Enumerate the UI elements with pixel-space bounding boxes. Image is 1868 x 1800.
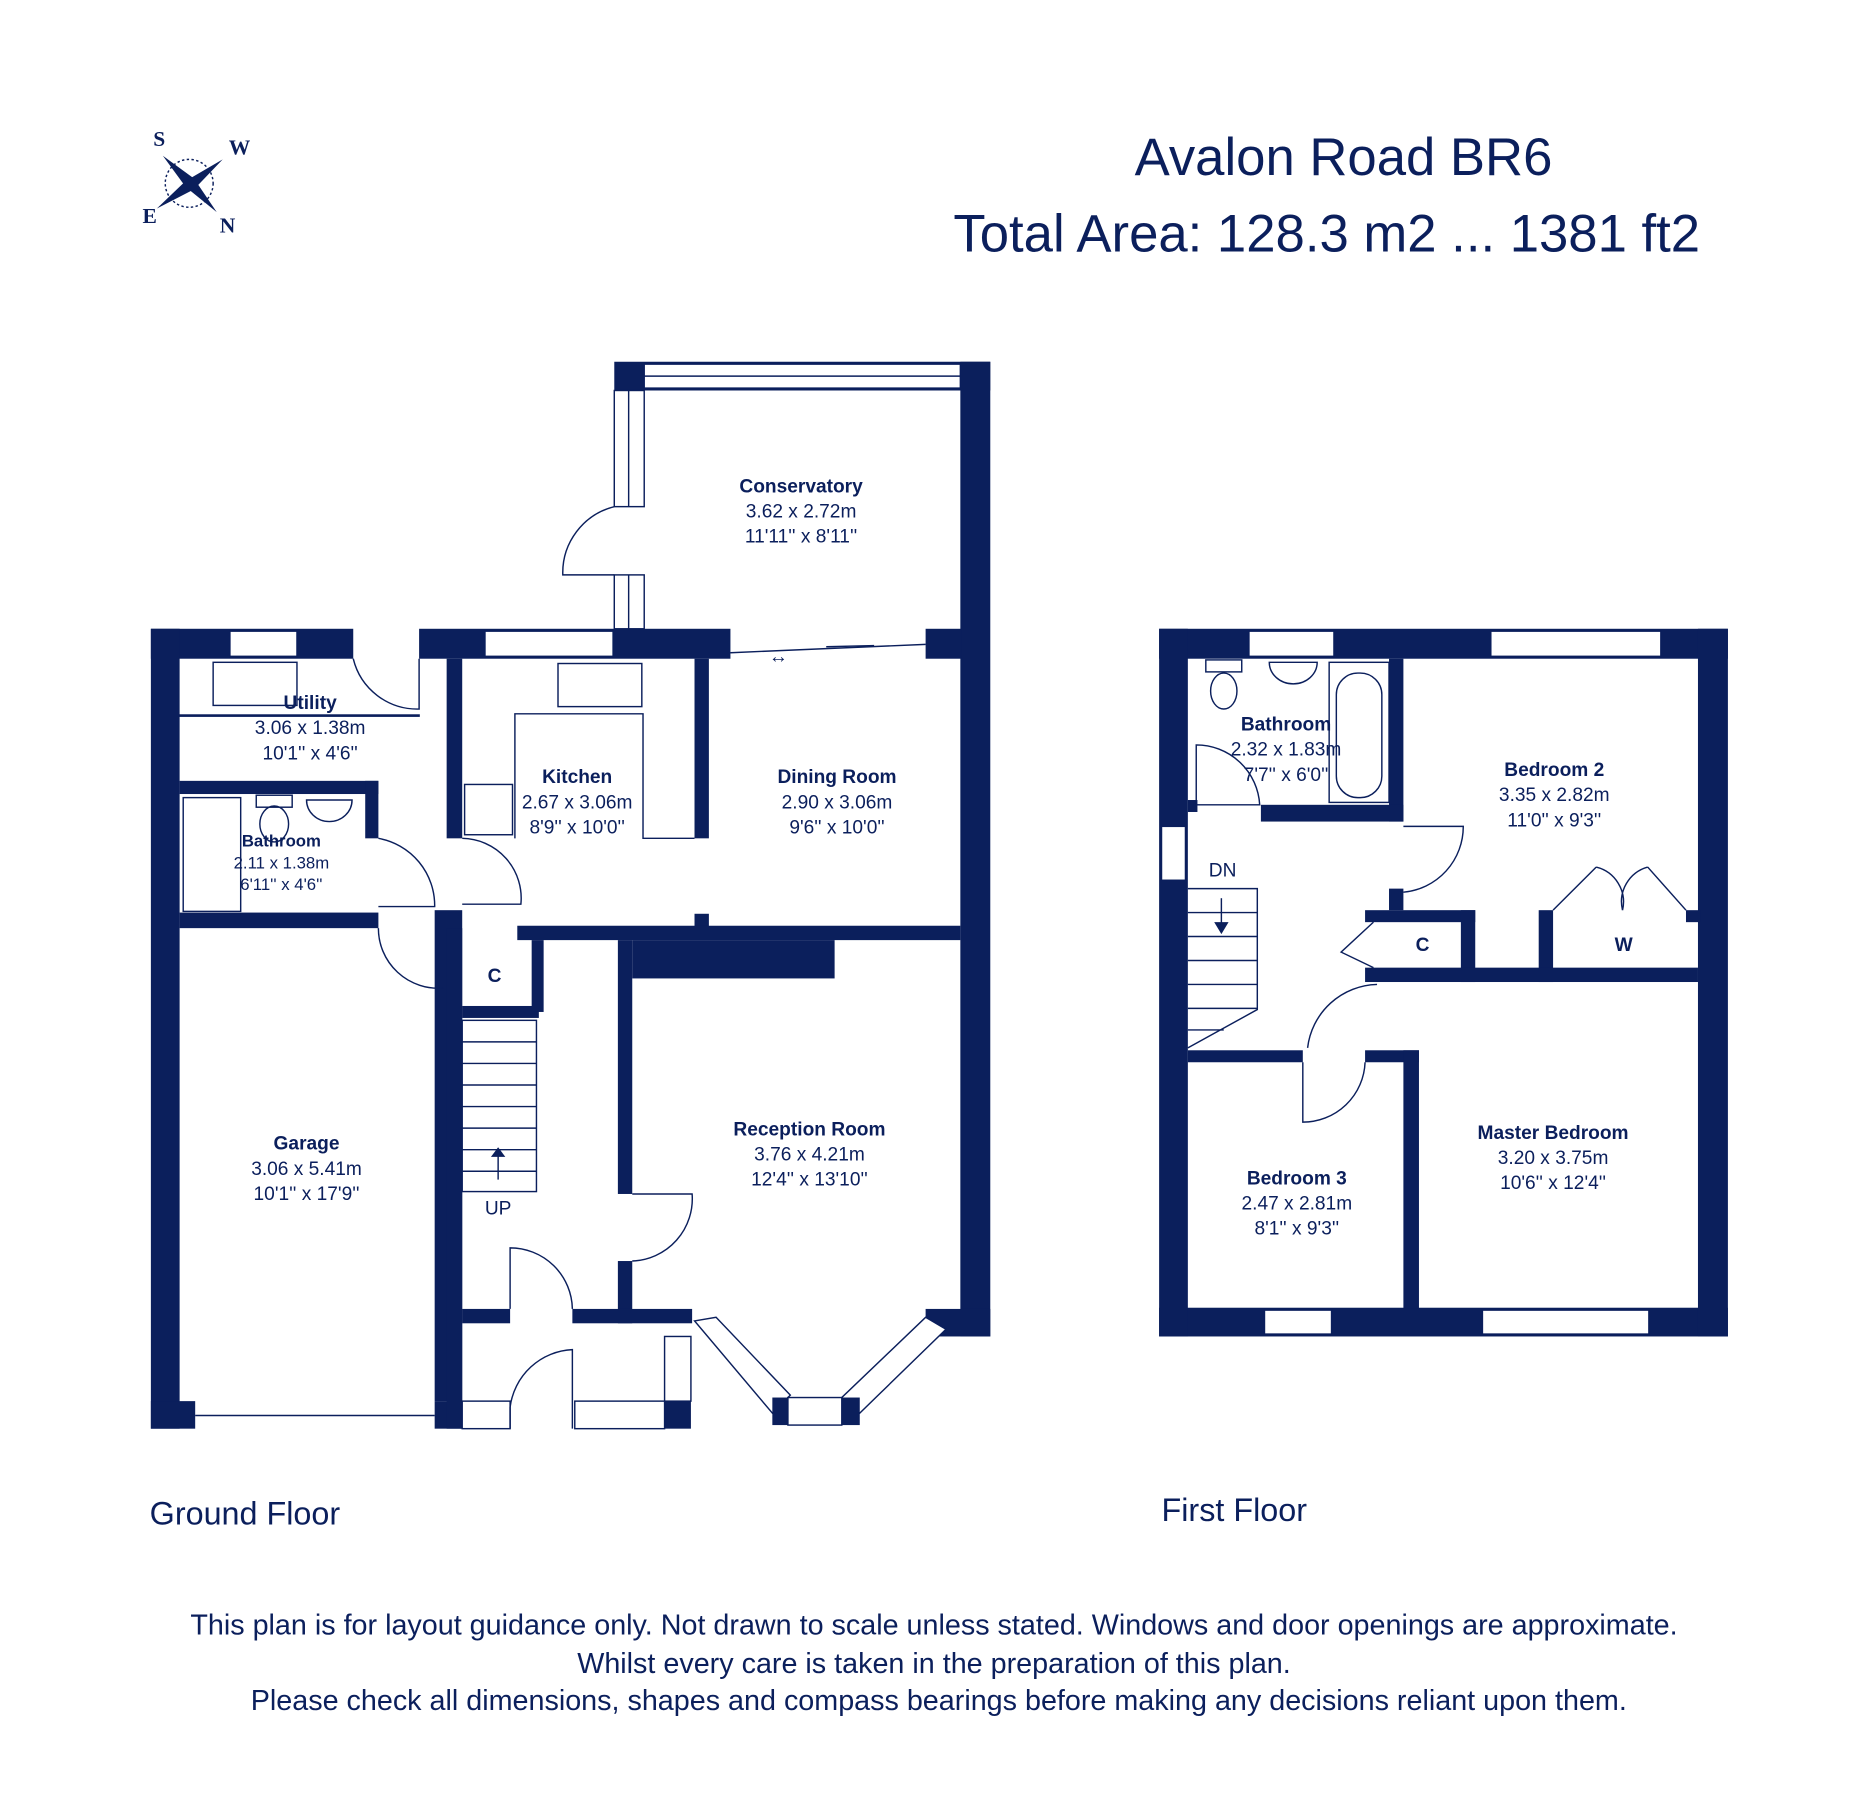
room-name: Dining Room — [777, 767, 896, 788]
room-ff-bathroom: Bathroom 2.32 x 1.83m 7'7'' x 6'0'' — [1231, 715, 1342, 786]
room-imperial: 6'11'' x 4'6'' — [240, 875, 322, 894]
room-name: Master Bedroom — [1478, 1123, 1629, 1144]
room-imperial: 11'0'' x 9'3'' — [1507, 810, 1601, 831]
total-area: Total Area: 128.3 m2 ... 1381 ft2 — [953, 205, 1700, 264]
room-imperial: 10'1'' x 17'9'' — [254, 1184, 360, 1205]
room-metric: 3.20 x 3.75m — [1498, 1148, 1609, 1169]
room-metric: 2.90 x 3.06m — [782, 792, 893, 813]
room-garage: Garage 3.06 x 5.41m 10'1'' x 17'9'' — [251, 1134, 362, 1205]
room-metric: 3.76 x 4.21m — [754, 1144, 865, 1165]
ff-wardrobe-label: W — [1615, 935, 1634, 956]
room-gf-bathroom: Bathroom 2.11 x 1.38m 6'11'' x 4'6'' — [234, 832, 330, 894]
room-name: Bathroom — [1241, 715, 1331, 736]
room-reception-room: Reception Room 3.76 x 4.21m 12'4'' x 13'… — [733, 1119, 885, 1190]
room-master-bedroom: Master Bedroom 3.20 x 3.75m 10'6'' x 12'… — [1478, 1123, 1629, 1194]
compass-e: E — [142, 204, 156, 228]
disclaimer-line: Whilst every care is taken in the prepar… — [577, 1648, 1291, 1680]
room-name: Bedroom 2 — [1504, 760, 1604, 781]
room-metric: 2.47 x 2.81m — [1241, 1194, 1352, 1215]
room-dining-room: Dining Room 2.90 x 3.06m 9'6'' x 10'0'' — [777, 767, 896, 838]
room-name: Bedroom 3 — [1247, 1168, 1347, 1189]
first-floor-label: First Floor — [1162, 1492, 1308, 1528]
room-kitchen: Kitchen 2.67 x 3.06m 8'9'' x 10'0'' — [522, 767, 633, 838]
sliding-door-icon: ↔ — [769, 646, 788, 667]
room-name: Utility — [284, 693, 338, 714]
room-conservatory: Conservatory 3.62 x 2.72m 11'11'' x 8'11… — [739, 476, 863, 547]
room-name: Bathroom — [242, 832, 321, 851]
first-floor-plan: C W DN Bathroom 2.32 x 1.83m 7'7'' x 6'0… — [1159, 628, 1728, 1337]
room-metric: 2.11 x 1.38m — [234, 853, 330, 872]
room-metric: 3.62 x 2.72m — [746, 501, 857, 522]
room-name: Garage — [274, 1134, 340, 1155]
gf-stairs-label: UP — [485, 1198, 512, 1219]
room-utility: Utility 3.06 x 1.38m 10'1'' x 4'6'' — [255, 693, 366, 764]
ground-floor-plan: ↔ C — [150, 361, 991, 1430]
compass-rose-icon: S W E N — [142, 127, 250, 237]
gf-cupboard-label: C — [488, 966, 502, 987]
ff-staircase — [1187, 887, 1259, 1049]
room-bedroom-2: Bedroom 2 3.35 x 2.82m 11'0'' x 9'3'' — [1499, 760, 1610, 831]
room-metric: 2.67 x 3.06m — [522, 792, 633, 813]
compass-w: W — [229, 136, 251, 160]
room-metric: 2.32 x 1.83m — [1231, 740, 1342, 761]
room-name: Conservatory — [739, 476, 863, 497]
room-metric: 3.06 x 5.41m — [251, 1159, 362, 1180]
room-imperial: 10'1'' x 4'6'' — [262, 743, 357, 764]
room-name: Kitchen — [542, 767, 612, 788]
room-metric: 3.35 x 2.82m — [1499, 785, 1610, 806]
compass-s: S — [153, 127, 165, 151]
ff-cupboard-label: C — [1416, 935, 1430, 956]
disclaimer-line: Please check all dimensions, shapes and … — [251, 1685, 1627, 1717]
plan-title: Avalon Road BR6 — [1135, 128, 1553, 187]
room-imperial: 10'6'' x 12'4'' — [1500, 1173, 1606, 1194]
compass-n: N — [220, 213, 236, 237]
room-imperial: 9'6'' x 10'0'' — [789, 818, 884, 839]
ground-floor-label: Ground Floor — [150, 1495, 341, 1531]
disclaimer-line: This plan is for layout guidance only. N… — [190, 1610, 1677, 1642]
room-metric: 3.06 x 1.38m — [255, 718, 366, 739]
room-bedroom-3: Bedroom 3 2.47 x 2.81m 8'1'' x 9'3'' — [1241, 1168, 1352, 1239]
gf-staircase — [461, 1019, 538, 1193]
room-name: Reception Room — [733, 1119, 885, 1140]
room-imperial: 12'4'' x 13'10'' — [751, 1170, 868, 1191]
room-imperial: 8'9'' x 10'0'' — [529, 818, 624, 839]
room-imperial: 11'11'' x 8'11'' — [745, 527, 857, 548]
room-imperial: 8'1'' x 9'3'' — [1254, 1219, 1339, 1240]
ff-stairs-label: DN — [1209, 861, 1237, 882]
room-imperial: 7'7'' x 6'0'' — [1244, 765, 1329, 786]
